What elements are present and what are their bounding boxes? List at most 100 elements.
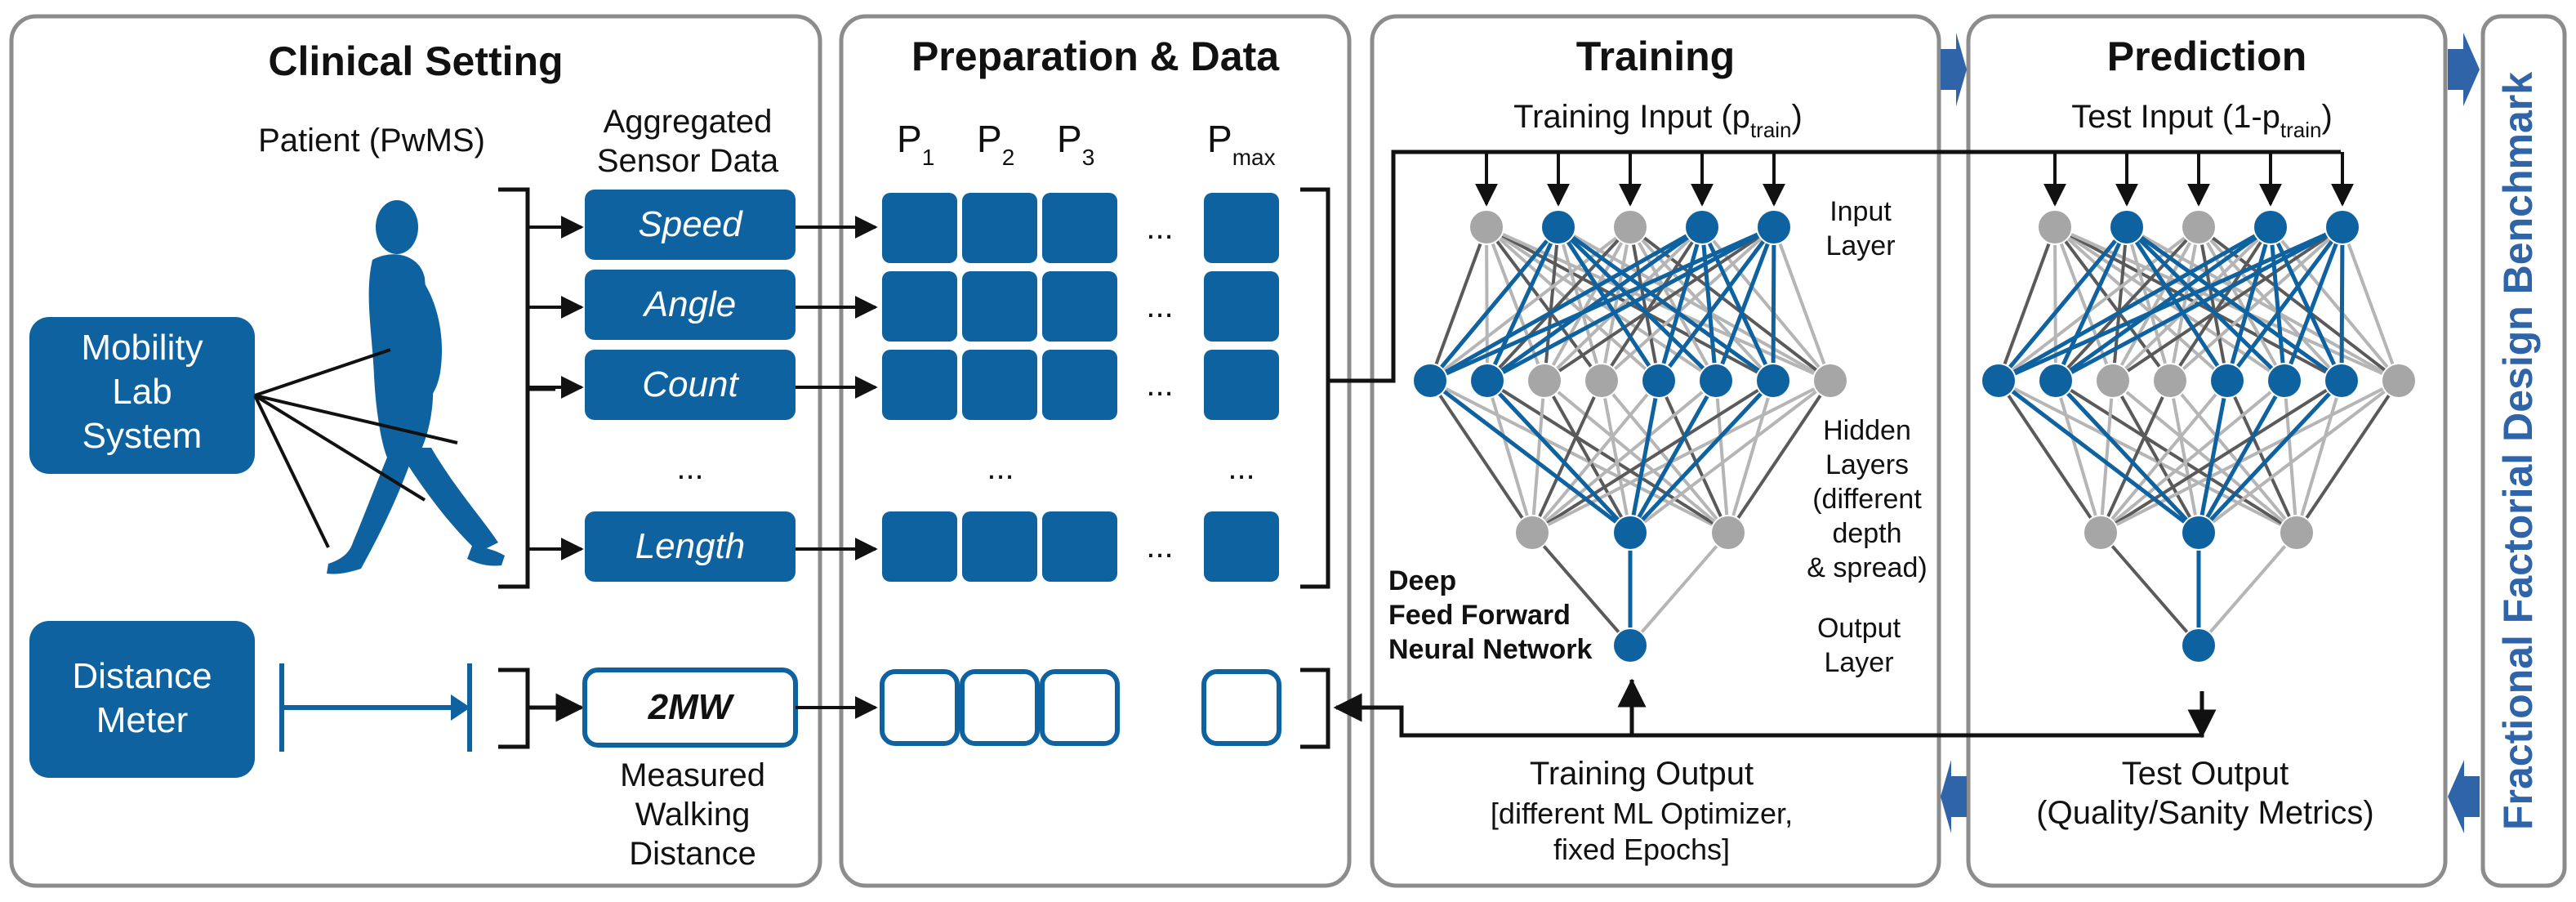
benchmark-panel <box>2480 14 2567 888</box>
aggregated-label-line-2: Sensor Data <box>597 143 779 179</box>
patient-header-1: P1 <box>897 118 934 170</box>
mobility-lab-line-2: Lab <box>112 372 172 412</box>
hidden-layers-label-2: Layers <box>1825 449 1909 480</box>
matrix-cell <box>962 271 1037 342</box>
network-edge <box>1629 226 1718 382</box>
walking-person-icon <box>327 200 505 574</box>
test-output-label-2: (Quality/Sanity Metrics) <box>2036 795 2373 831</box>
target-description-line-2: Walking <box>635 797 751 833</box>
matrix-cell <box>962 193 1037 263</box>
test-input-label: Test Input (1-ptrain) <box>2071 99 2333 142</box>
network-edge <box>1543 380 1632 534</box>
network-edge <box>2111 226 2200 382</box>
hidden-node <box>1755 363 1791 399</box>
clinical-title: Clinical Setting <box>268 38 563 84</box>
hidden-node <box>1710 515 1746 551</box>
training-output-return-arrow <box>1336 680 2204 738</box>
network-edge <box>2196 379 2287 534</box>
network-edge <box>2124 226 2230 382</box>
mobility-lab-line-3: System <box>82 416 203 456</box>
feature-label: Count <box>642 364 739 404</box>
matrix-ellipsis: ... <box>1228 450 1255 486</box>
network-edge <box>1486 380 1534 534</box>
network-edge <box>2054 225 2272 383</box>
matrix-cell <box>962 350 1037 420</box>
network-edge <box>1428 225 1776 383</box>
target-bracket <box>498 668 582 749</box>
distance-measure-icon <box>279 663 472 752</box>
network-edge <box>1656 226 1705 382</box>
hidden-layers-label-3: (different <box>1812 484 1922 515</box>
hidden-node <box>1526 363 1562 399</box>
input-node <box>2037 209 2073 245</box>
network-edge <box>2168 380 2200 534</box>
network-edge <box>2268 226 2287 382</box>
target-matrix-bracket <box>1300 668 1330 749</box>
mobility-lab-line-1: Mobility <box>81 328 203 368</box>
network-edge <box>1543 226 1704 382</box>
network-edge <box>1428 226 1488 382</box>
network-edge <box>1429 379 1729 534</box>
hidden-node <box>1514 515 1550 551</box>
sensor-feature-speed: Speed <box>585 190 796 260</box>
benchmark-title: Fractional Factorial Design Benchmark <box>2495 72 2541 830</box>
network-edge <box>1997 226 2128 382</box>
network-edge <box>1543 226 1632 382</box>
network-edge <box>2111 226 2128 382</box>
training-output-label-3: fixed Epochs] <box>1553 833 1730 866</box>
feature-label: Length <box>635 526 746 566</box>
hidden-node <box>2095 363 2131 399</box>
network-edge <box>1657 380 1730 534</box>
network-edge <box>1543 226 1776 382</box>
matrix-cell <box>1204 350 1279 420</box>
input-node <box>1612 209 1648 245</box>
patient-header-2: P2 <box>977 118 1014 170</box>
network-edge <box>1428 225 1704 383</box>
hidden-layers-label-4: depth <box>1832 518 1901 549</box>
network-edge <box>1628 379 1718 534</box>
network-edge <box>2053 226 2129 382</box>
network-edge <box>2295 379 2400 534</box>
network-edge <box>2341 226 2400 382</box>
prediction-neural-network <box>1981 152 2417 663</box>
feature-to-matrix-arrows <box>796 216 878 719</box>
network-edge <box>1531 531 1632 647</box>
network-label-3: Neural Network <box>1388 634 1592 665</box>
network-edge <box>2054 226 2200 382</box>
network-edge <box>2100 379 2400 534</box>
hidden-layers-label-1: Hidden <box>1823 415 1911 446</box>
network-edge <box>1531 379 1831 534</box>
prediction-title: Prediction <box>2107 33 2306 79</box>
matrix-cell <box>1042 193 1117 263</box>
hidden-node <box>1981 363 2017 399</box>
network-edge <box>1486 225 1704 383</box>
network-edge <box>1428 379 1632 534</box>
network-edge <box>2054 379 2298 534</box>
flow-arrows <box>1941 33 2480 833</box>
input-node <box>1468 209 1504 245</box>
network-edge <box>1486 226 1632 382</box>
network-edge <box>2197 379 2343 534</box>
network-edge <box>1714 226 1776 382</box>
distance-meter-line-2: Meter <box>96 700 188 740</box>
input-node <box>2109 209 2145 245</box>
network-label-2: Feed Forward <box>1388 600 1571 631</box>
network-edge <box>1600 379 1730 534</box>
panel-frames <box>9 14 2567 888</box>
network-edge <box>1600 226 1704 382</box>
network-edge <box>1727 379 1832 534</box>
target-description-line-3: Distance <box>629 836 756 872</box>
hidden-node <box>1812 363 1848 399</box>
hidden-node <box>1584 363 1620 399</box>
matrix-cell <box>882 511 957 582</box>
network-edge <box>2295 380 2343 534</box>
network-edge <box>1557 226 1603 382</box>
network-edge <box>2196 380 2230 534</box>
distance-meter-line-1: Distance <box>72 656 212 696</box>
sensor-feature-angle: Angle <box>585 270 796 340</box>
input-layer-label-1: Input <box>1829 196 1892 227</box>
hidden-node <box>2181 515 2217 551</box>
network-edge <box>2226 226 2344 382</box>
network-edge <box>2225 226 2273 382</box>
network-edge <box>2125 225 2343 383</box>
